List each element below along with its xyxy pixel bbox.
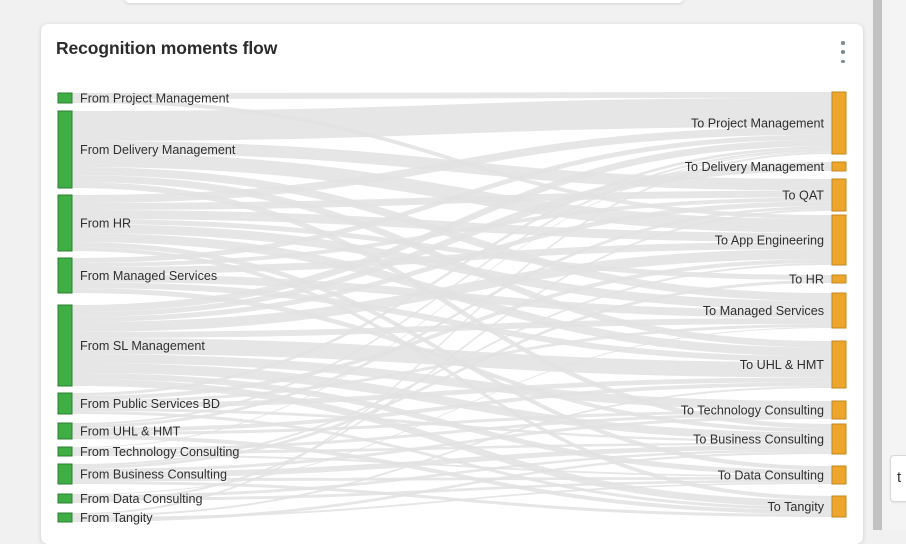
target-node[interactable] [832,401,846,419]
source-node-label: From Technology Consulting [80,445,239,459]
previous-card-partial [124,0,684,3]
source-node[interactable] [58,393,72,414]
right-edge-panel [883,0,906,530]
source-node[interactable] [58,447,72,456]
target-node[interactable] [832,162,846,171]
target-node[interactable] [832,341,846,388]
target-node[interactable] [832,466,846,484]
target-node-label: To Delivery Management [685,160,825,174]
floating-widget-button[interactable]: t [890,455,906,502]
target-node[interactable] [832,496,846,517]
page-scrollbar-thumb[interactable] [873,0,882,530]
source-node[interactable] [58,494,72,503]
target-node-label: To Managed Services [703,304,824,318]
source-node[interactable] [58,305,72,386]
target-node-label: To Project Management [691,117,825,131]
source-node[interactable] [58,258,72,293]
source-node-label: From Delivery Management [80,143,236,157]
source-node[interactable] [58,423,72,439]
target-node-label: To QAT [782,189,824,203]
kebab-menu-icon[interactable] [835,38,851,66]
source-node[interactable] [58,111,72,188]
target-node-label: To Technology Consulting [681,404,824,418]
recognition-moments-flow-card: Recognition moments flow From Project Ma… [41,24,863,544]
source-node[interactable] [58,195,72,251]
target-node[interactable] [832,215,846,265]
source-node[interactable] [58,513,72,522]
target-node[interactable] [832,293,846,328]
target-node[interactable] [832,275,846,283]
target-node-label: To App Engineering [715,234,824,248]
target-node[interactable] [832,424,846,454]
target-node-label: To HR [789,273,824,287]
source-node-label: From HR [80,217,131,231]
source-node-label: From Data Consulting [80,492,203,506]
floating-widget-glyph: t [897,469,901,486]
target-node-label: To Business Consulting [693,433,824,447]
source-node-label: From Project Management [80,92,230,106]
target-node-label: To UHL & HMT [740,358,825,372]
source-node-label: From Managed Services [80,269,217,283]
target-node[interactable] [832,179,846,211]
source-node[interactable] [58,464,72,484]
page-title: Recognition moments flow [56,38,277,59]
target-node-label: To Data Consulting [718,469,824,483]
target-node[interactable] [832,92,846,154]
source-node-label: From UHL & HMT [80,425,181,439]
source-node-label: From Public Services BD [80,397,220,411]
source-node[interactable] [58,93,72,103]
source-node-label: From Business Consulting [80,468,227,482]
source-node-label: From SL Management [80,339,205,353]
target-node-label: To Tangity [768,500,825,514]
source-node-label: From Tangity [80,511,153,525]
